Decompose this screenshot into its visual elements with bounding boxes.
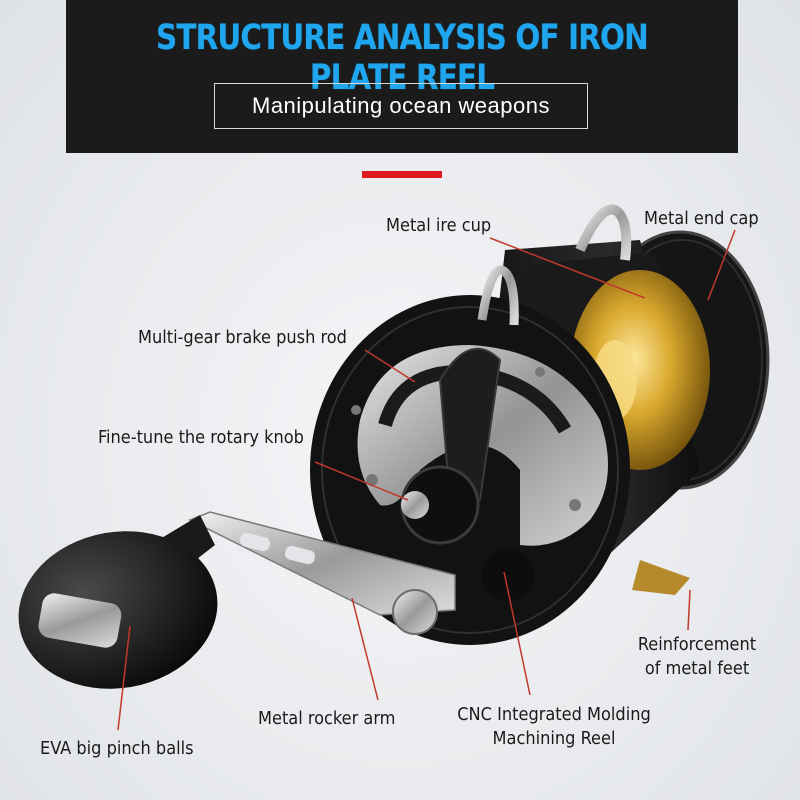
label-metal-feet-line2: of metal feet [644, 658, 750, 679]
label-metal-feet-line1: Reinforcement [637, 634, 757, 655]
label-metal-end-cap: Metal end cap [644, 208, 759, 229]
label-cnc-reel: CNC Integrated Molding Machining Reel [446, 703, 662, 751]
page-title: STRUCTURE ANALYSIS OF IRON PLATE REEL [156, 18, 649, 98]
label-rocker-arm: Metal rocker arm [258, 708, 396, 729]
label-cnc-line1: CNC Integrated Molding [457, 704, 651, 725]
label-pinch-balls: EVA big pinch balls [40, 738, 194, 759]
label-cnc-line2: Machining Reel [492, 728, 616, 749]
accent-divider [362, 171, 442, 178]
label-rotary-knob: Fine-tune the rotary knob [98, 427, 304, 448]
label-brake-push-rod: Multi-gear brake push rod [138, 327, 347, 348]
label-metal-feet: Reinforcement of metal feet [630, 633, 764, 681]
header-banner: STRUCTURE ANALYSIS OF IRON PLATE REEL Ma… [66, 0, 738, 153]
label-metal-ire-cup: Metal ire cup [386, 215, 492, 236]
subtitle: Manipulating ocean weapons [214, 83, 588, 129]
